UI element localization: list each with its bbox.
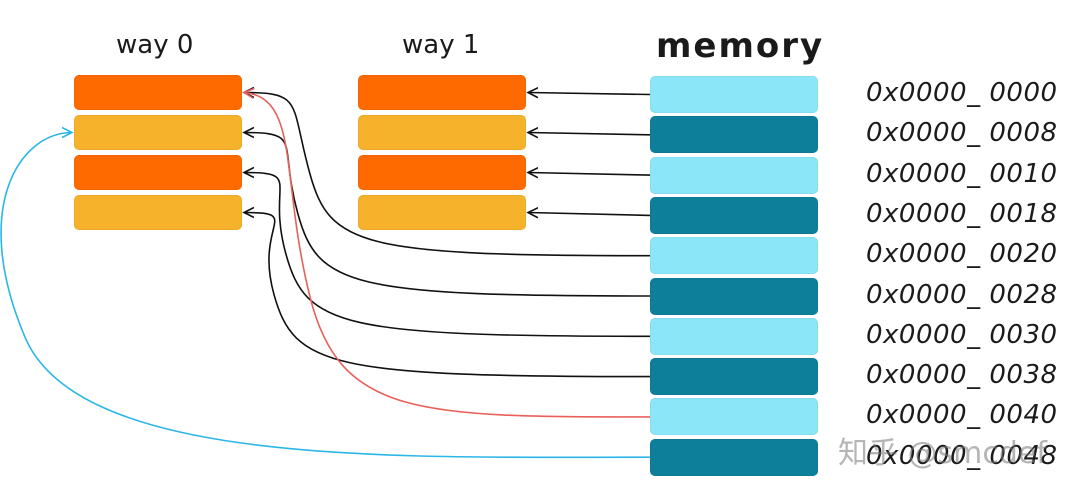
mapping-arrow-6 [244,173,651,338]
watermark: 知乎 @smcdef [838,436,1047,471]
address-label: 0x0000_ 0010 [866,158,1058,189]
way-0-title: way 0 [116,30,194,60]
address-label: 0x0000_ 0020 [866,239,1058,270]
address-label: 0x0000_ 0048 [866,440,1058,471]
memory-block-8 [650,398,818,436]
address-label: 0x0000_ 0000 [866,78,1058,108]
memory-block-3 [650,196,818,234]
memory-block-0 [650,76,818,113]
way-1-line-3 [358,195,526,230]
address-label: 0x0000_ 0008 [866,118,1058,149]
address-label: 0x0000_ 0040 [866,400,1058,431]
mapping-arrow-2 [528,173,651,176]
way-0-line-1 [74,115,242,150]
address-label: 0x0000_ 0038 [866,360,1058,391]
way-1-line-2 [358,155,526,190]
mapping-arrow-5 [244,133,651,297]
memory-block-4 [650,237,818,275]
mapping-arrow-4 [244,93,651,257]
way-1-line-0 [358,75,526,110]
memory-block-1 [650,116,818,154]
way-1-title: way 1 [402,30,480,60]
address-label: 0x0000_ 0028 [866,279,1058,310]
memory-block-9 [650,438,818,476]
mapping-arrow-8 [244,93,651,418]
mapping-arrow-9 [0,133,651,459]
memory-block-7 [650,358,818,396]
way-0-line-2 [74,155,242,190]
address-label: 0x0000_ 0030 [866,319,1058,350]
memory-block-5 [650,277,818,315]
way-1-line-1 [358,115,526,150]
memory-title: memory [656,26,825,66]
memory-block-2 [650,156,818,194]
mapping-arrow-1 [528,133,651,135]
memory-block-6 [650,317,818,355]
mapping-arrow-0 [528,93,651,95]
mapping-arrow-3 [528,213,651,216]
mapping-arrow-7 [244,213,651,378]
address-label: 0x0000_ 0018 [866,198,1058,229]
way-0-line-3 [74,195,242,230]
way-0-line-0 [74,75,242,110]
